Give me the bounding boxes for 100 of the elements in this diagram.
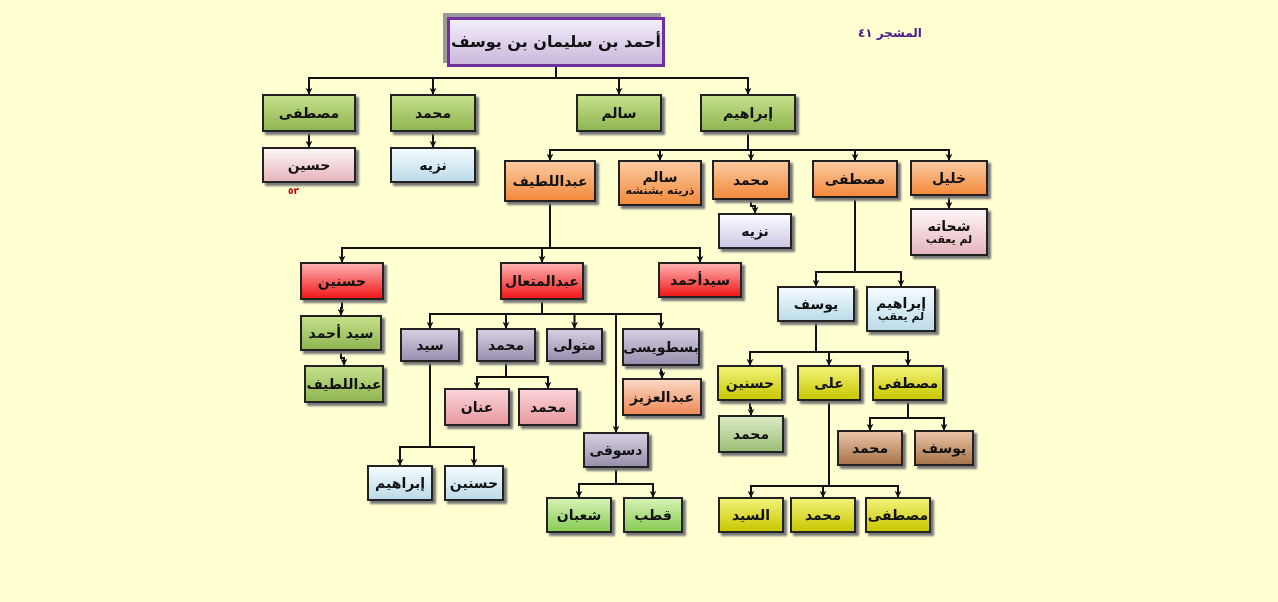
name-text: إبراهيم: [723, 104, 773, 122]
name-text: مصطفى: [278, 104, 340, 122]
person-box: [583, 432, 649, 468]
person-box: [866, 286, 936, 332]
name-text: محمد: [487, 336, 525, 354]
arrow: [854, 197, 905, 287]
chart-number-text: المشجر ٤١: [858, 26, 922, 40]
name-text: يوسف: [921, 439, 967, 457]
name-text: شحاته: [927, 217, 971, 234]
name-text: خليل: [932, 169, 966, 187]
person-box: [546, 497, 612, 533]
person-box: [518, 388, 578, 426]
person-box: [910, 160, 988, 196]
person-box: [622, 328, 700, 366]
name-text: محمد: [732, 171, 770, 189]
person-box: [504, 160, 596, 202]
name-text: مصطفى: [867, 506, 929, 524]
person-box: [718, 415, 784, 453]
person-box: [300, 262, 384, 300]
name-text: حسنين: [449, 474, 499, 492]
person-box: [304, 365, 384, 403]
person-box: [718, 213, 792, 249]
name-text: سيد أحمد: [308, 324, 374, 342]
arrow: [828, 400, 902, 498]
name-text: أحمد بن سليمان بن يوسف: [450, 32, 662, 52]
arrow: [945, 195, 953, 209]
person-box: [367, 465, 433, 501]
name-text: عنان: [460, 398, 494, 416]
arrow: [615, 467, 657, 498]
name-text: حسنين: [725, 374, 775, 392]
person-box: [476, 328, 536, 362]
person-box: [622, 378, 702, 416]
name-text: حسين: [287, 156, 331, 174]
person-box: [872, 365, 944, 401]
name-text: عبداللطيف: [512, 172, 588, 190]
name-text: دسوقى: [589, 441, 643, 459]
name-text: على: [814, 374, 844, 392]
arrow: [549, 201, 704, 263]
arrow: [340, 350, 348, 366]
name-text: عبدالمتعال: [505, 272, 579, 290]
name-text: عبداللطيف: [306, 375, 382, 393]
person-box: [623, 497, 683, 533]
note-text: ذريته بشنشه: [625, 184, 695, 198]
name-text: بسطويسى: [623, 338, 699, 356]
person-box: [865, 497, 931, 533]
name-text: سيد: [416, 336, 444, 354]
person-box: [444, 465, 504, 501]
name-text: محمد: [529, 398, 567, 416]
name-text: سالم: [642, 168, 678, 185]
person-box: [262, 94, 356, 132]
name-text: يوسف: [793, 295, 839, 313]
name-text: السيد: [731, 506, 771, 524]
note-text: لم يعقب: [925, 233, 973, 247]
person-box: [910, 208, 988, 256]
arrow: [337, 299, 345, 316]
name-text: شعبان: [556, 506, 602, 524]
name-text: حسنين: [317, 272, 367, 290]
arrow: [815, 321, 912, 366]
name-text: سيدأحمد: [670, 271, 730, 289]
arrow: [747, 400, 755, 416]
person-box: [914, 430, 974, 466]
person-box: [390, 147, 476, 183]
name-text: قطب: [634, 506, 672, 524]
name-text: إبراهيم: [876, 294, 926, 311]
arrow: [429, 131, 437, 148]
name-text: إبراهيم: [375, 474, 425, 492]
person-box: [500, 262, 584, 300]
name-text: عبدالعزيز: [630, 388, 694, 406]
name-text: محمد: [414, 104, 452, 122]
name-text: مصطفى: [877, 374, 939, 392]
person-box: [576, 94, 662, 132]
arrow: [750, 199, 759, 214]
person-box: [837, 430, 903, 466]
person-box: [390, 94, 476, 132]
person-box: [658, 262, 742, 298]
person-box: [618, 160, 702, 206]
arrow: [429, 361, 478, 466]
person-box: [444, 388, 510, 426]
person-box: [797, 365, 861, 401]
person-box: [717, 365, 783, 401]
arrow: [305, 131, 313, 148]
person-box: [700, 94, 796, 132]
person-box: [777, 286, 855, 322]
person-box: [712, 160, 790, 200]
person-box: [300, 315, 382, 351]
person-box: [400, 328, 460, 362]
person-box: [262, 147, 356, 183]
arrow: [505, 361, 552, 389]
arrow: [555, 66, 752, 95]
name-text: سالم: [601, 104, 637, 122]
name-text: نزيه: [741, 222, 769, 240]
person-box: [790, 497, 856, 533]
name-text: متولى: [553, 336, 596, 354]
name-text: محمد: [732, 425, 770, 443]
name-text: مصطفى: [824, 170, 886, 188]
person-box: [718, 497, 784, 533]
name-text: نزيه: [419, 156, 447, 174]
person-box: [812, 160, 898, 198]
name-text: محمد: [851, 439, 889, 457]
name-text: محمد: [804, 506, 842, 524]
